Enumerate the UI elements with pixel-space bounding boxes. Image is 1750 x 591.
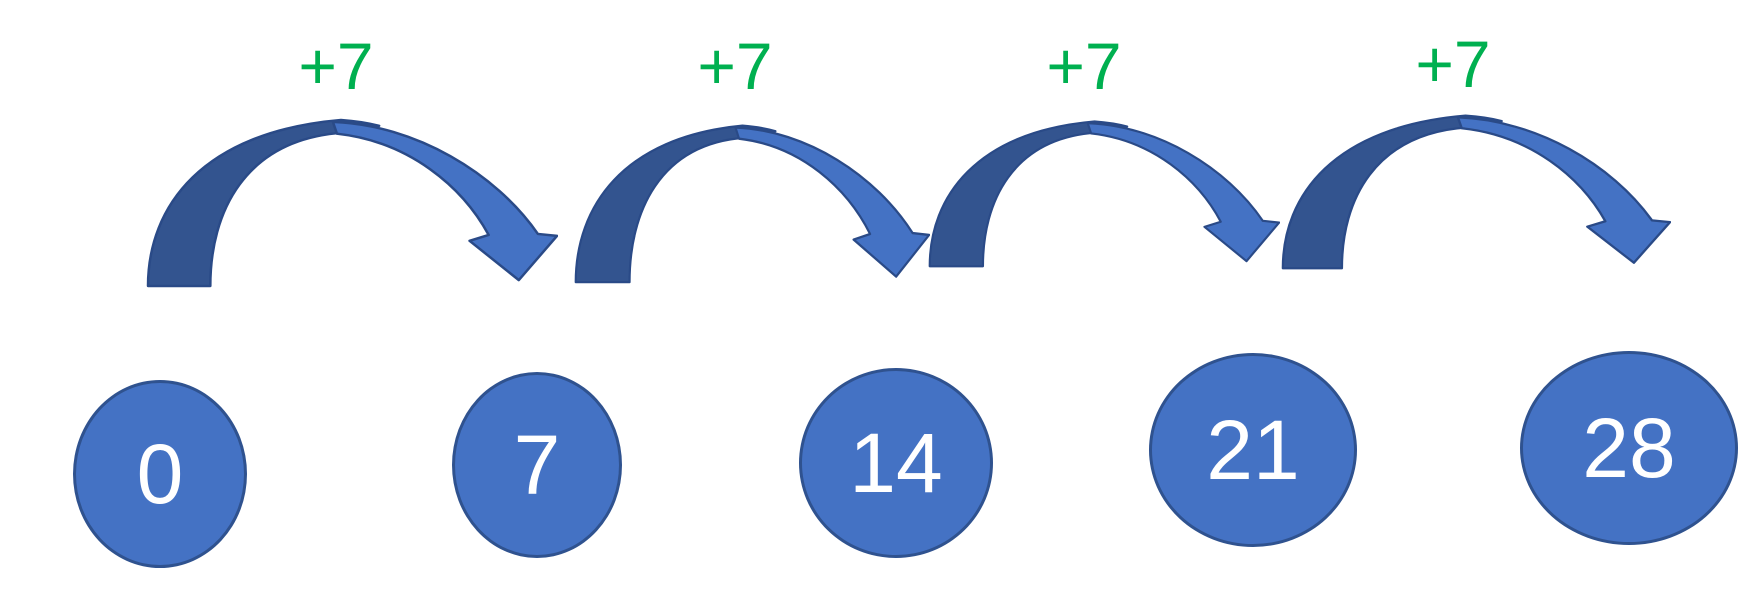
curved-jump-arrow-icon bbox=[574, 124, 930, 284]
jump-step-label: +7 bbox=[697, 29, 773, 103]
circle-number: 7 bbox=[513, 418, 561, 512]
curved-jump-arrow-icon bbox=[146, 118, 558, 288]
circle-number: 21 bbox=[1206, 403, 1300, 497]
curved-jump-arrow-icon bbox=[1281, 114, 1671, 270]
jump-step-label: +7 bbox=[1415, 27, 1491, 101]
jump-step-label: +7 bbox=[1046, 29, 1122, 103]
number-circle: 7 bbox=[452, 372, 622, 558]
number-circle: 21 bbox=[1149, 353, 1357, 547]
circle-number: 28 bbox=[1582, 401, 1676, 495]
number-circle: 28 bbox=[1520, 351, 1738, 545]
circle-number: 0 bbox=[136, 427, 184, 521]
curved-jump-arrow-icon bbox=[928, 120, 1280, 268]
circle-number: 14 bbox=[849, 416, 943, 510]
number-circle: 0 bbox=[73, 380, 247, 568]
jump-step-label: +7 bbox=[298, 29, 374, 103]
number-circle: 14 bbox=[799, 368, 993, 558]
